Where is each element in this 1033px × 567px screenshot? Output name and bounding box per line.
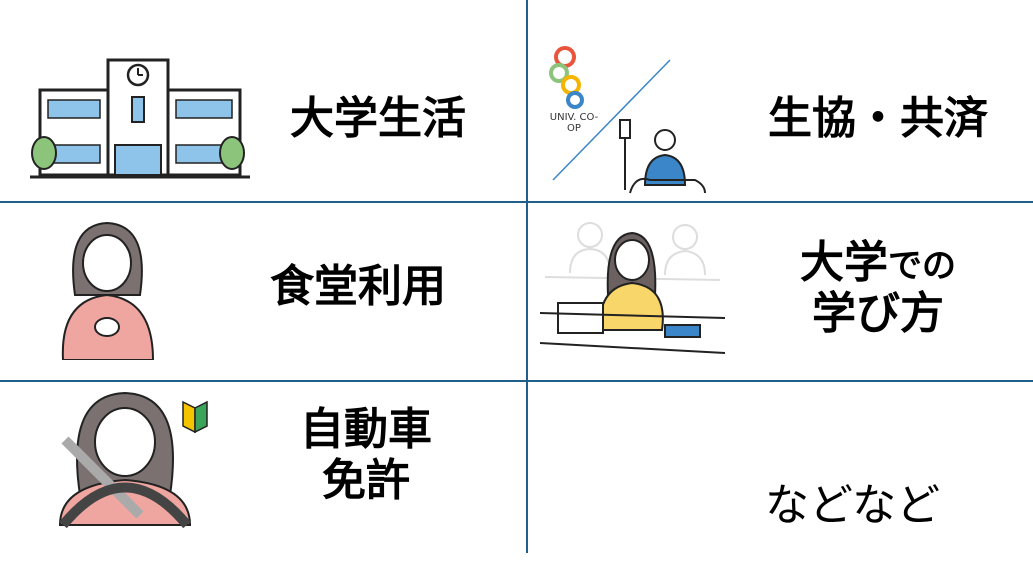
label-drivers-license: 自動車 免許	[300, 404, 432, 506]
label-how-to-study: 大学での 学び方	[800, 237, 956, 339]
label-line2: 学び方	[812, 287, 944, 339]
coop-logo-text: UNIV. CO-OP	[549, 112, 599, 134]
label-coop-insurance: 生協・共済	[768, 93, 988, 144]
student-laptop-icon	[540, 222, 725, 354]
school-building-icon	[30, 58, 250, 179]
grid-line-h1	[0, 201, 1033, 203]
grid-line-v	[526, 0, 528, 553]
label-university-life: 大学生活	[290, 93, 466, 144]
coop-hospital-icon	[549, 46, 706, 194]
label-etc: などなど	[765, 480, 941, 531]
label-cafeteria: 食堂利用	[270, 261, 446, 312]
driver-beginner-icon	[58, 391, 208, 529]
grid-line-h2	[0, 380, 1033, 382]
label-line1: 大学での	[800, 237, 956, 288]
woman-eating-icon	[61, 221, 155, 360]
